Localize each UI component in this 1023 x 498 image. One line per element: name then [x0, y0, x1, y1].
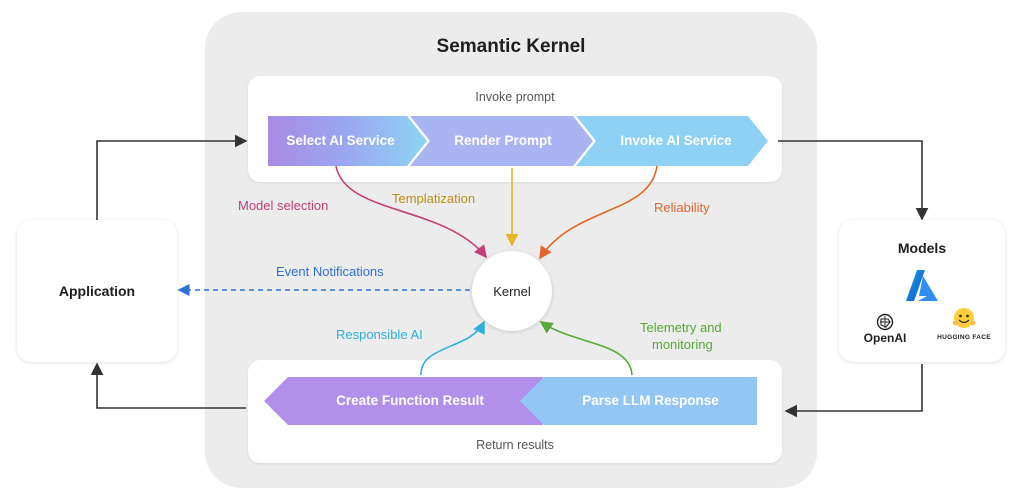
- hugging-face-logo-icon: [952, 308, 976, 328]
- kernel-label: Kernel: [493, 283, 531, 299]
- chevron-create-function-result: [264, 377, 543, 425]
- return-to-application-arrow: [90, 362, 246, 409]
- reliability-label: Reliability: [654, 200, 710, 215]
- application-box: [17, 220, 177, 362]
- model-selection-arrow: [335, 165, 487, 259]
- chevron-select-ai-service: [268, 116, 427, 166]
- step-select-ai-service: Select AI Service: [286, 133, 395, 148]
- openai-logo-icon: [876, 313, 894, 331]
- chevron-invoke-ai-service: [576, 116, 768, 166]
- chevron-parse-llm-response: [520, 377, 757, 425]
- telemetry-label-line1: Telemetry and: [640, 320, 722, 335]
- hugging-face-label: HUGGING FACE: [937, 334, 991, 341]
- invoke-to-models-arrow: [778, 140, 929, 221]
- diagram-title: Semantic Kernel: [436, 36, 586, 57]
- responsible-ai-arrow: [420, 320, 485, 376]
- templatization-label: Templatization: [392, 191, 476, 206]
- models-title: Models: [897, 240, 947, 256]
- return-results-caption: Return results: [476, 438, 554, 452]
- models-to-return-arrow: [784, 364, 923, 418]
- step-parse-llm-response: Parse LLM Response: [582, 393, 719, 408]
- invoke-prompt-caption: Invoke prompt: [475, 90, 555, 104]
- openai-label: OpenAI: [863, 331, 907, 345]
- application-label: Application: [58, 283, 136, 299]
- telemetry-arrow: [539, 321, 633, 376]
- application-to-invoke-arrow: [96, 134, 248, 220]
- step-render-prompt: Render Prompt: [454, 133, 552, 148]
- kernel-node: Kernel: [472, 251, 552, 331]
- reliability-arrow: [539, 165, 658, 260]
- model-selection-label: Model selection: [238, 198, 329, 213]
- step-invoke-ai-service: Invoke AI Service: [620, 133, 732, 148]
- azure-logo-icon: [906, 270, 938, 301]
- telemetry-label-line2: monitoring: [652, 337, 713, 352]
- responsible-ai-label: Responsible AI: [336, 327, 423, 342]
- event-notifications-label: Event Notifications: [276, 264, 384, 279]
- chevron-render-prompt: [410, 116, 593, 166]
- step-create-function-result: Create Function Result: [336, 393, 484, 408]
